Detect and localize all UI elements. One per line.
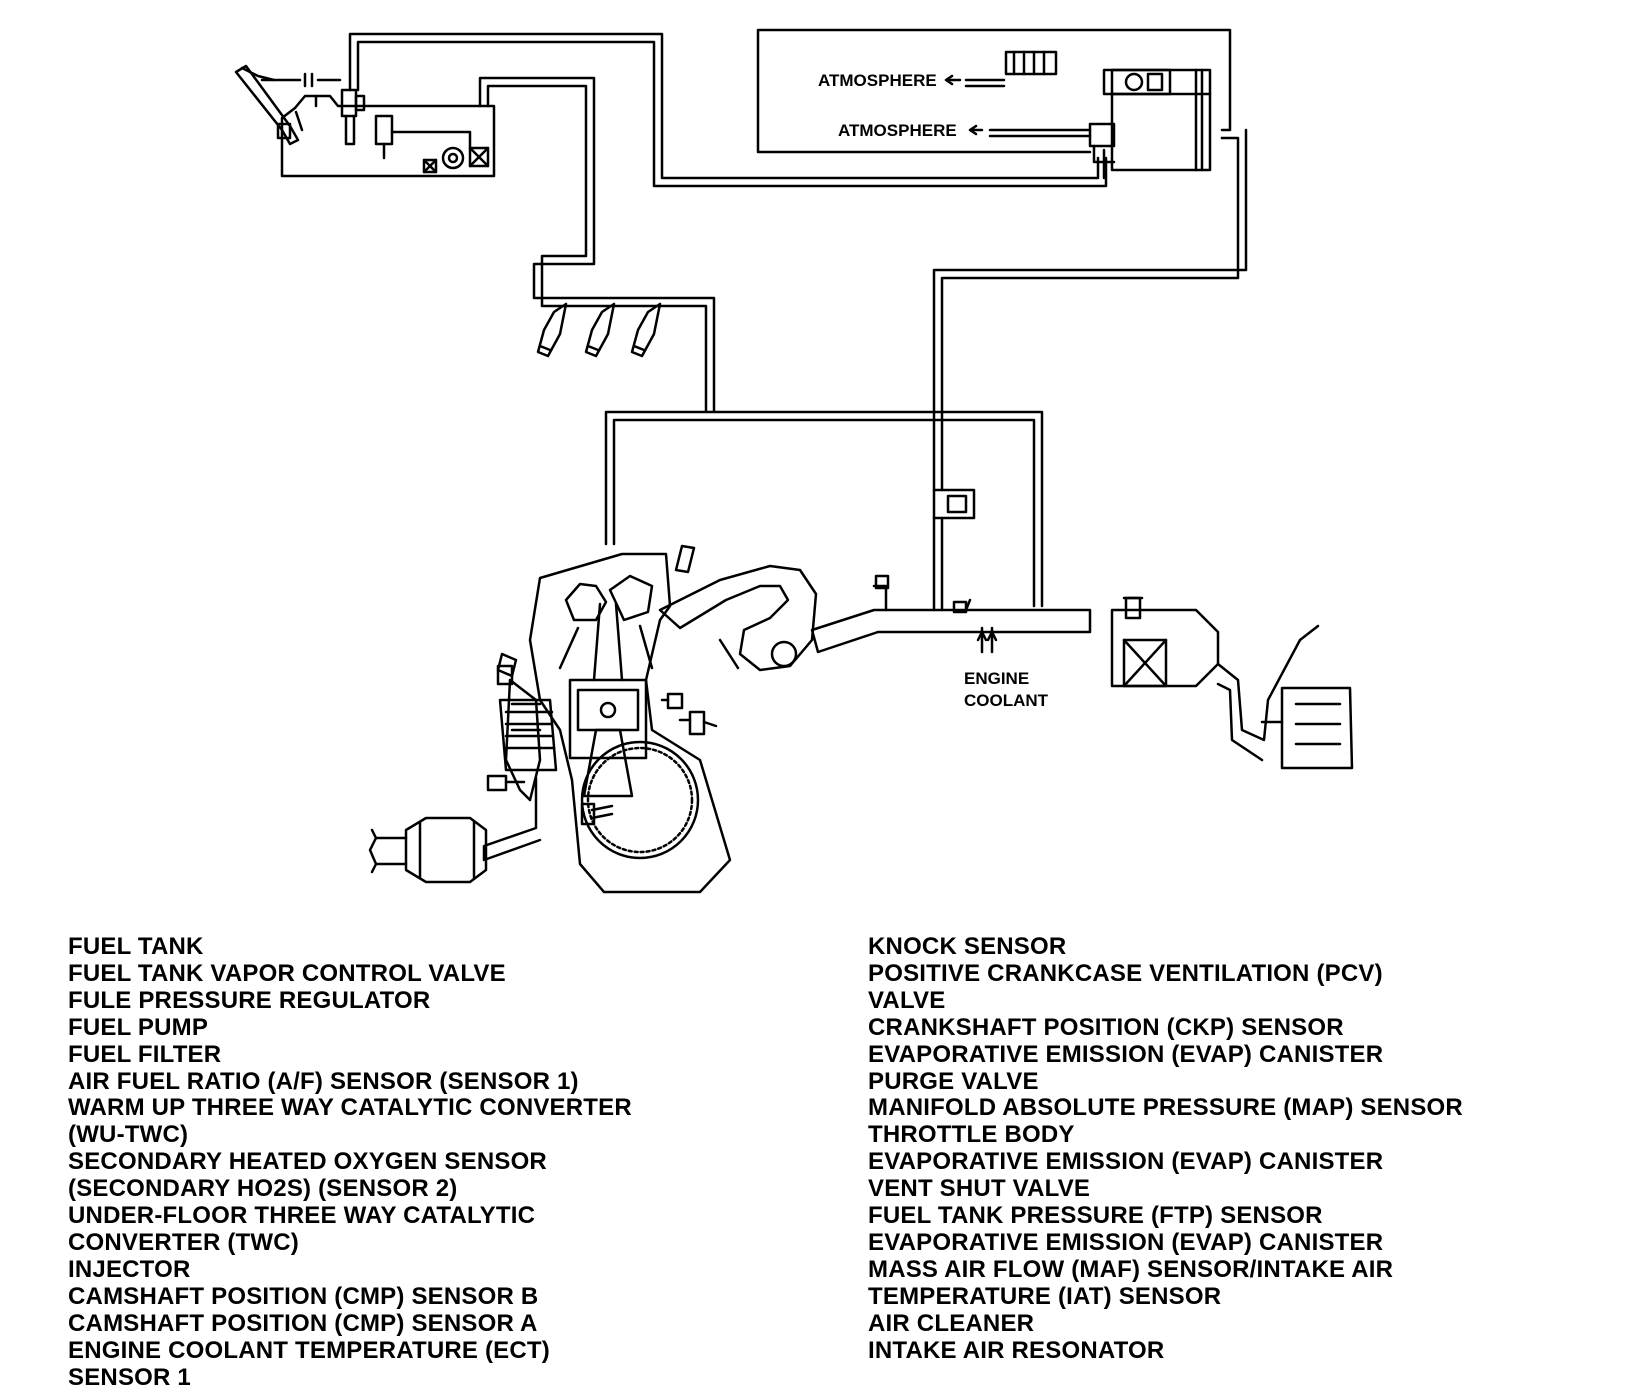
- ect-sensor: [660, 692, 684, 710]
- injector-3: [630, 302, 662, 358]
- pcv-hose: [604, 410, 1044, 608]
- legend-item-ftp-sensor: FUEL TANK PRESSURE (FTP) SENSOR: [868, 1202, 1323, 1230]
- legend-item-evap-purge-valve: EVAPORATIVE EMISSION (EVAP) CANISTER: [868, 1040, 1384, 1068]
- legend-item-cmp-sensor-b: CAMSHAFT POSITION (CMP) SENSOR B: [68, 1282, 539, 1310]
- fuel-supply-line: [478, 76, 716, 412]
- fuel-filler-neck: [234, 64, 304, 146]
- exhaust-manifold: [504, 678, 542, 802]
- air-cleaner: [1110, 608, 1220, 688]
- evap-canister-purge-valve: [932, 488, 976, 612]
- atmosphere-label-lower: ATMOSPHERE: [838, 121, 957, 140]
- legend-item-fuel-tank-vapor-control-valve: FUEL TANK VAPOR CONTROL VALVE: [68, 959, 506, 987]
- map-sensor: [952, 598, 972, 614]
- legend-item-af-sensor: AIR FUEL RATIO (A/F) SENSOR (SENSOR 1): [68, 1067, 579, 1095]
- legend-item-air-cleaner: AIR CLEANER: [868, 1309, 1035, 1337]
- evap-vapor-line: [348, 32, 1108, 188]
- legend-item-pcv-valve: POSITIVE CRANKCASE VENTILATION (PCV): [868, 959, 1383, 987]
- legend-item-fuel-pump: FUEL PUMP: [68, 1013, 209, 1041]
- engine-coolant-label-line2: COOLANT: [964, 691, 1049, 710]
- legend-item-throttle-body: THROTTLE BODY: [868, 1121, 1075, 1149]
- legend-item-wu-twc: WARM UP THREE WAY CATALYTIC CONVERTER: [68, 1094, 632, 1122]
- legend-item-fuel-pressure-regulator: FULE PRESSURE REGULATOR: [68, 986, 431, 1014]
- legend-item-maf-iat-sensor: MASS AIR FLOW (MAF) SENSOR/INTAKE AIR: [868, 1255, 1394, 1283]
- mass-air-flow-sensor: [1122, 596, 1144, 620]
- engine-coolant-label-line1: ENGINE: [964, 669, 1029, 688]
- legend-item-maf-iat-sensor-cont: TEMPERATURE (IAT) SENSOR: [868, 1282, 1222, 1310]
- secondary-heated-oxygen-sensor: [486, 774, 526, 792]
- fuel-filter: [374, 114, 394, 160]
- exhaust-pipe: [482, 776, 542, 862]
- legend-item-ect-sensor-cont: SENSOR 1: [68, 1363, 191, 1391]
- legend-item-evap-vent-shut-valve-cont: VENT SHUT VALVE: [868, 1175, 1091, 1203]
- crankshaft-position-sensor: [580, 802, 614, 826]
- legend-item-ect-sensor: ENGINE COOLANT TEMPERATURE (ECT): [68, 1336, 550, 1364]
- legend-right-column: KNOCK SENSOR POSITIVE CRANKCASE VENTILAT…: [868, 933, 1463, 1365]
- cylinder-piston: [558, 602, 654, 798]
- fuel-tank-vapor-control-valve: [260, 72, 342, 88]
- injector-1: [536, 302, 568, 358]
- legend-item-secondary-ho2s: SECONDARY HEATED OXYGEN SENSOR: [68, 1148, 547, 1176]
- legend-item-fuel-filter: FUEL FILTER: [68, 1040, 222, 1068]
- atmosphere-label-upper: ATMOSPHERE: [818, 71, 937, 90]
- fuel-pressure-regulator: [340, 88, 366, 146]
- engine-block: [528, 552, 732, 894]
- injector-2: [584, 302, 616, 358]
- legend-item-map-sensor: MANIFOLD ABSOLUTE PRESSURE (MAP) SENSOR: [868, 1094, 1463, 1122]
- legend-item-twc-cont: CONVERTER (TWC): [68, 1228, 299, 1256]
- evap-canister-vent-shut-valve: [1102, 68, 1172, 96]
- engine-emission-system-diagram: ATMOSPHERE ATMOSPHERE: [234, 28, 1354, 894]
- fuel-pump: [390, 130, 490, 174]
- under-floor-three-way-catalytic-converter: [368, 816, 488, 884]
- fuel-tank-pressure-sensor: [1088, 122, 1116, 164]
- legend-item-injector: INJECTOR: [68, 1255, 191, 1283]
- legend-item-knock-sensor: KNOCK SENSOR: [868, 933, 1067, 960]
- throttle-body: [810, 574, 1092, 654]
- legend-item-cmp-sensor-a: CAMSHAFT POSITION (CMP) SENSOR A: [68, 1309, 538, 1337]
- warm-up-three-way-catalytic-converter: [498, 698, 558, 772]
- evap-purge-line: [756, 28, 1248, 492]
- intake-air-resonator: [1216, 624, 1354, 770]
- legend-item-pcv-valve-cont: VALVE: [868, 986, 946, 1014]
- injectors: [536, 302, 662, 358]
- crankshaft: [580, 740, 700, 860]
- legend-item-evap-purge-valve-cont: PURGE VALVE: [868, 1067, 1039, 1095]
- air-fuel-ratio-sensor: [496, 664, 514, 686]
- legend-item-wu-twc-cont: (WU-TWC): [68, 1121, 189, 1149]
- intake-manifold: [658, 564, 818, 672]
- engine-coolant-passage: [976, 626, 998, 654]
- legend-item-secondary-ho2s-cont: (SECONDARY HO2S) (SENSOR 2): [68, 1175, 458, 1203]
- evap-canister: [1004, 50, 1212, 172]
- legend-item-twc: UNDER-FLOOR THREE WAY CATALYTIC: [68, 1202, 536, 1230]
- legend-item-intake-air-resonator: INTAKE AIR RESONATOR: [868, 1336, 1165, 1364]
- legend-item-fuel-tank: FUEL TANK: [68, 933, 204, 960]
- atmosphere-vent-lines: [944, 74, 1092, 138]
- legend-left-column: FUEL TANK FUEL TANK VAPOR CONTROL VALVE …: [68, 933, 632, 1391]
- legend-item-evap-vent-shut-valve: EVAPORATIVE EMISSION (EVAP) CANISTER: [868, 1148, 1384, 1176]
- fuel-tank: [280, 94, 496, 178]
- legend-item-ckp-sensor: CRANKSHAFT POSITION (CKP) SENSOR: [868, 1013, 1344, 1041]
- legend-item-evap-canister: EVAPORATIVE EMISSION (EVAP) CANISTER: [868, 1228, 1384, 1256]
- knock-sensor: [678, 710, 718, 736]
